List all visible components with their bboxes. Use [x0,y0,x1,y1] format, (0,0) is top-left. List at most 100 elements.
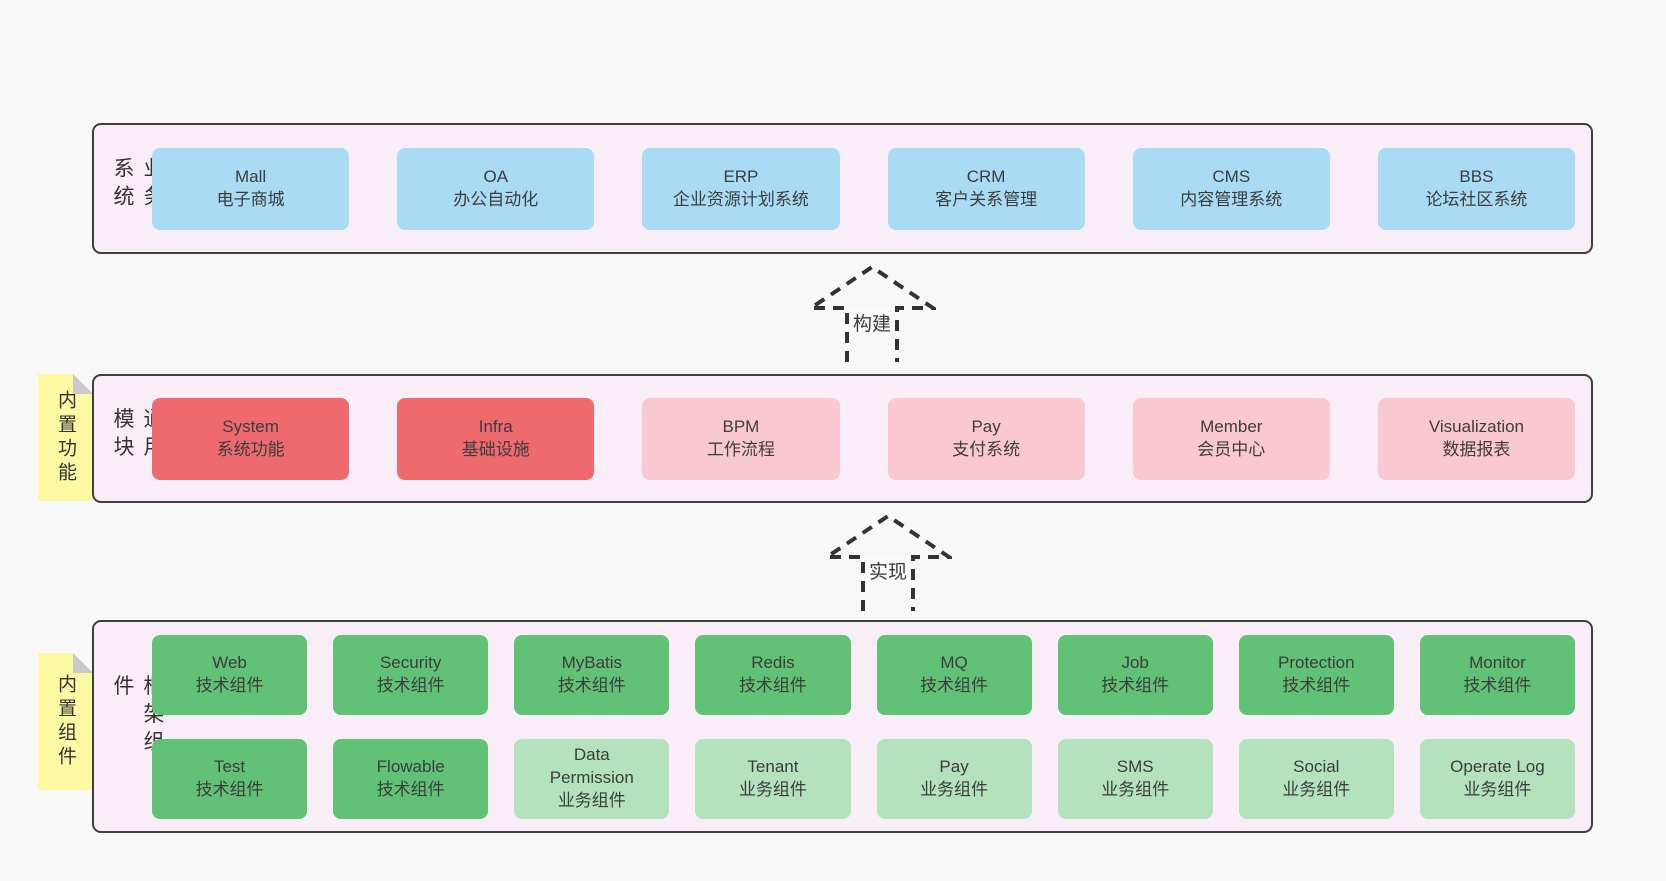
box-subtitle: 业务组件 [1282,779,1351,799]
arrow-label: 实现 [865,556,911,585]
box-rows: Mall 电子商城 OA 办公自动化 ERP 企业资源计划系统 CRM 客户关系管理 CMS 内容… [152,125,1576,252]
box-subtitle: 技术组件 [195,779,264,799]
box-subtitle: 支付系统 [952,439,1021,459]
diagram-box-pay: Pay 支付系统 [887,397,1085,480]
box-subtitle: 论坛社区系统 [1425,189,1528,209]
box-subtitle: 内容管理系统 [1180,189,1283,209]
box-subtitle: 办公自动化 [453,189,539,209]
box-subtitle: 系统功能 [216,439,285,459]
diagram-box-bbs: BBS 论坛社区系统 [1377,147,1576,230]
box-title: Data Permission [549,745,634,788]
box-subtitle: 技术组件 [376,675,445,695]
box-title: Monitor [1469,652,1526,672]
box-title: ERP [723,166,759,186]
box-title: OA [483,166,509,186]
box-subtitle: 技术组件 [1463,675,1532,695]
box-title: Visualization [1428,416,1525,436]
box-title: BBS [1459,166,1494,186]
box-title: Social [1293,756,1340,776]
diagram-box-test: Test 技术组件 [152,738,308,819]
box-rows: System 系统功能 Infra 基础设施 BPM 工作流程 Pay 支付系统 Member 会… [152,376,1576,501]
diagram-box-tenant: Tenant 业务组件 [695,738,851,819]
box-title: CRM [966,166,1006,186]
box-subtitle: 工作流程 [706,439,775,459]
box-subtitle: 客户关系管理 [935,189,1038,209]
box-subtitle: 技术组件 [376,779,445,799]
box-title: Flowable [376,756,445,776]
box-subtitle: 业务组件 [738,779,807,799]
box-title: Operate Log [1450,756,1545,776]
box-title: CMS [1212,166,1251,186]
arrow-label: 构建 [849,308,895,337]
sticky-tab-built-in-features: 内置功能 [38,374,93,501]
diagram-box-social: Social 业务组件 [1238,738,1394,819]
diagram-box-sms: SMS 业务组件 [1057,738,1213,819]
box-title: BPM [722,416,760,436]
sticky-tab-label: 内置组件 [55,673,76,770]
diagram-box-cms: CMS 内容管理系统 [1132,147,1330,230]
diagram-box-mybatis: MyBatis 技术组件 [514,634,670,715]
diagram-box-bpm: BPM 工作流程 [642,397,840,480]
box-title: Member [1200,416,1263,436]
fold-corner [73,374,93,394]
diagram-box-pay: Pay 业务组件 [876,738,1032,819]
diagram-box-protection: Protection 技术组件 [1238,634,1394,715]
box-row: System 系统功能 Infra 基础设施 BPM 工作流程 Pay 支付系统 Member 会… [152,397,1576,480]
diagram-box-crm: CRM 客户关系管理 [887,147,1085,230]
business-systems-section: 业务系统 Mall电子商城OA办公自动化ERP企业资源计划系统CRM客户关系管理… [92,123,1593,254]
box-subtitle: 业务组件 [1101,779,1170,799]
diagram-box-infra: Infra 基础设施 [397,397,595,480]
diagram-box-flowable: Flowable 技术组件 [333,738,489,819]
diagram-box-monitor: Monitor 技术组件 [1419,634,1575,715]
box-title: Mall [235,166,267,186]
box-subtitle: 技术组件 [738,675,807,695]
box-title: MyBatis [561,652,623,672]
box-title: Redis [751,652,795,672]
box-title: Pay [939,756,969,776]
diagram-box-oa: OA 办公自动化 [397,147,595,230]
box-subtitle: 业务组件 [557,790,626,810]
box-subtitle: 业务组件 [920,779,989,799]
box-title: Pay [971,416,1001,436]
implement-arrow: 实现 [824,510,952,612]
box-row: Mall 电子商城 OA 办公自动化 ERP 企业资源计划系统 CRM 客户关系管理 CMS 内容… [152,147,1576,230]
diagram-box-web: Web 技术组件 [152,634,308,715]
box-subtitle: 企业资源计划系统 [672,189,809,209]
box-title: Infra [478,416,513,436]
box-title: Tenant [747,756,799,776]
common-modules-section: 通用模块 System系统功能Infra基础设施BPM工作流程Pay支付系统Me… [92,374,1593,503]
diagram-box-erp: ERP 企业资源计划系统 [642,147,840,230]
box-title: Security [379,652,442,672]
box-subtitle: 基础设施 [461,439,530,459]
box-subtitle: 电子商城 [216,189,285,209]
box-subtitle: 会员中心 [1197,439,1266,459]
box-title: Web [212,652,247,672]
box-title: System [222,416,279,436]
box-subtitle: 技术组件 [920,675,989,695]
diagram-box-visualization: Visualization 数据报表 [1377,397,1576,480]
box-subtitle: 业务组件 [1463,779,1532,799]
box-subtitle: 技术组件 [195,675,264,695]
box-subtitle: 技术组件 [1282,675,1351,695]
box-title: Test [213,756,246,776]
dashed-up-arrow-icon [808,264,936,362]
dashed-up-arrow-icon [824,513,952,611]
build-arrow: 构建 [808,262,936,362]
box-title: Protection [1278,652,1355,672]
diagram-box-mall: Mall 电子商城 [152,147,350,230]
diagram-box-system: System 系统功能 [152,397,350,480]
diagram-box-redis: Redis 技术组件 [695,634,851,715]
box-title: SMS [1116,756,1154,776]
sticky-tab-built-in-components: 内置组件 [38,653,93,790]
diagram-box-member: Member 会员中心 [1132,397,1330,480]
box-subtitle: 技术组件 [557,675,626,695]
box-subtitle: 数据报表 [1442,439,1511,459]
diagram-box-operate-log: Operate Log 业务组件 [1419,738,1575,819]
